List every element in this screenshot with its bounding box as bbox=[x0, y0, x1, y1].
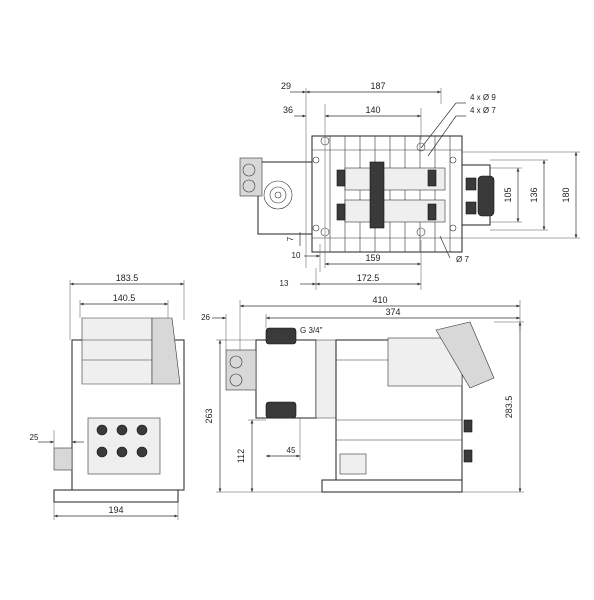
side-cable-gland bbox=[225, 349, 257, 391]
front-connector-5 bbox=[116, 446, 128, 458]
dim-112: 112 bbox=[236, 449, 246, 463]
side-view: 410 374 26 G 3/4" 263 283.5 112 45 bbox=[201, 295, 524, 493]
dim-140-5: 140.5 bbox=[113, 293, 136, 303]
front-connector-2 bbox=[116, 424, 128, 436]
dim-374: 374 bbox=[385, 307, 400, 317]
dim-172-5: 172.5 bbox=[357, 273, 380, 283]
hole-label-4x9: 4 x Ø 9 bbox=[470, 93, 496, 102]
mount-hole-4 bbox=[416, 227, 426, 237]
top-base-plate bbox=[311, 135, 463, 253]
top-motor-shaft bbox=[274, 191, 282, 199]
thread-label: G 3/4" bbox=[300, 326, 323, 335]
side-coupling bbox=[315, 339, 337, 419]
top-motor-body bbox=[257, 161, 319, 235]
top-view: 187 29 140 36 4 x Ø 9 4 x Ø 7 105 136 18… bbox=[239, 81, 580, 290]
dim-25-front: 25 bbox=[30, 433, 39, 442]
dim-36: 36 bbox=[283, 105, 293, 115]
top-valve-a bbox=[427, 169, 437, 187]
dim-410: 410 bbox=[372, 295, 387, 305]
dim-105: 105 bbox=[503, 187, 513, 202]
dim-phi7: Ø 7 bbox=[456, 255, 469, 264]
dim-7: 7 bbox=[286, 236, 295, 241]
dim-45: 45 bbox=[287, 446, 296, 455]
front-connector-6 bbox=[136, 446, 148, 458]
dim-183-5: 183.5 bbox=[116, 273, 139, 283]
mount-hole-7 bbox=[449, 156, 457, 164]
top-motor-hub bbox=[269, 186, 287, 204]
top-center-valve bbox=[369, 161, 385, 229]
side-drain bbox=[339, 453, 367, 475]
dim-194: 194 bbox=[108, 505, 123, 515]
dim-159: 159 bbox=[365, 253, 380, 263]
front-motor-side bbox=[151, 317, 181, 385]
front-view: 183.5 140.5 25 194 bbox=[30, 273, 185, 520]
hole-label-4x7: 4 x Ø 7 bbox=[470, 106, 496, 115]
front-connector-3 bbox=[136, 424, 148, 436]
mount-hole-6 bbox=[312, 224, 320, 232]
top-valve-b bbox=[427, 203, 437, 221]
dim-136: 136 bbox=[529, 187, 539, 202]
leader-hole-7 bbox=[427, 115, 457, 157]
leader-hole-9 bbox=[420, 102, 457, 149]
front-motor-cover bbox=[81, 317, 153, 385]
front-base bbox=[53, 489, 179, 503]
dim-283-5: 283.5 bbox=[504, 396, 514, 419]
top-valve-d bbox=[336, 203, 346, 221]
leader-phi7 bbox=[439, 235, 451, 259]
mount-hole-5 bbox=[312, 156, 320, 164]
top-knob bbox=[477, 175, 495, 217]
top-gland-circle-2 bbox=[242, 179, 256, 193]
side-port-2 bbox=[463, 449, 473, 463]
side-inlet-fitting bbox=[265, 327, 297, 345]
dim-187: 187 bbox=[370, 81, 385, 91]
front-connector-4 bbox=[96, 446, 108, 458]
top-valve-c bbox=[336, 169, 346, 187]
top-motor-fan bbox=[263, 180, 293, 210]
dim-263: 263 bbox=[204, 408, 214, 423]
mount-hole-2 bbox=[416, 142, 426, 152]
dim-180: 180 bbox=[561, 187, 571, 202]
dim-29: 29 bbox=[281, 81, 291, 91]
side-control-unit bbox=[435, 321, 495, 389]
front-fitting bbox=[53, 447, 73, 471]
dim-140: 140 bbox=[365, 105, 380, 115]
side-outlet-fitting bbox=[265, 401, 297, 419]
dim-26: 26 bbox=[201, 313, 210, 322]
dim-10: 10 bbox=[292, 251, 301, 260]
dim-13: 13 bbox=[280, 279, 289, 288]
top-connector-1 bbox=[465, 177, 477, 191]
mount-hole-8 bbox=[449, 224, 457, 232]
top-gland-circle-1 bbox=[242, 163, 256, 177]
side-port-1 bbox=[463, 419, 473, 433]
front-connector-1 bbox=[96, 424, 108, 436]
top-cable-gland bbox=[239, 157, 263, 197]
side-base bbox=[321, 479, 463, 493]
top-connector-2 bbox=[465, 201, 477, 215]
